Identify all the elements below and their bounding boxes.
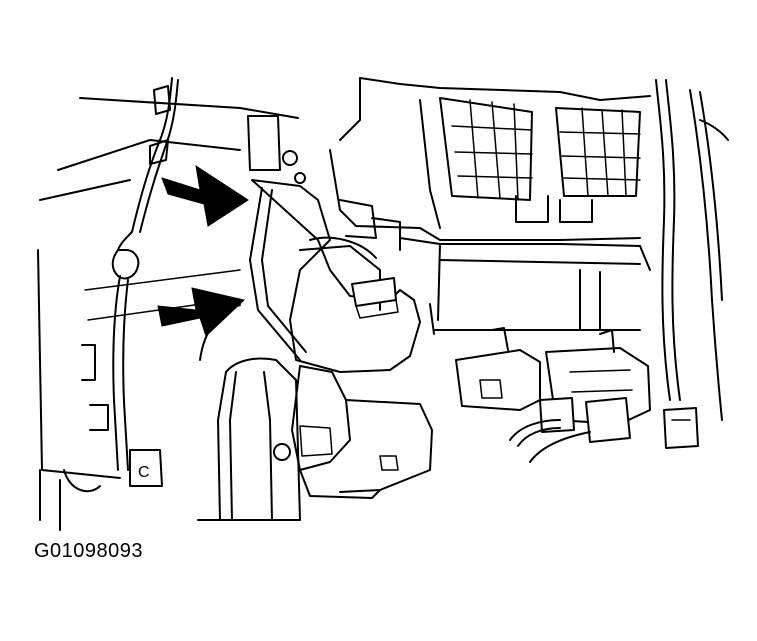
connector-cluster [455, 327, 699, 463]
wire-harness-right [655, 79, 729, 421]
heater-duct-assembly [249, 179, 433, 499]
panel-letter-plate: C [129, 449, 163, 487]
arrow-right-icon [161, 164, 249, 227]
arrow-right-icon [157, 287, 246, 337]
wire-harness-left [111, 77, 179, 471]
mount-bracket-top [247, 115, 306, 184]
figure-id-label: G01098093 [34, 540, 144, 562]
dashboard-trim-left [37, 97, 299, 531]
callout-arrow-upper [161, 164, 249, 227]
hvac-unit-upper [329, 77, 651, 251]
callout-arrow-lower [157, 287, 246, 337]
panel-letter: C [138, 464, 150, 481]
hvac-case-center [399, 237, 651, 335]
blower-housing [197, 304, 301, 521]
